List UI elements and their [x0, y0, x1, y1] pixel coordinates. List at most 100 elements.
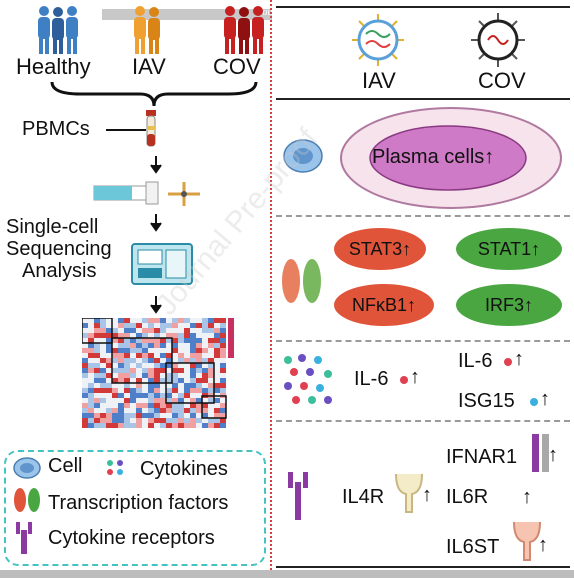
heatmap-cell	[118, 323, 124, 328]
heatmap-cell	[100, 353, 106, 358]
heatmap-cell	[184, 378, 190, 383]
section-divider	[276, 340, 570, 342]
heatmap-cell	[220, 353, 226, 358]
heatmap-cell	[190, 373, 196, 378]
heatmap-cell	[166, 408, 172, 413]
heatmap-cell	[220, 403, 226, 408]
heatmap-cell	[82, 393, 88, 398]
heatmap-cell	[184, 323, 190, 328]
heatmap-cell	[130, 403, 136, 408]
heatmap-cell	[130, 358, 136, 363]
heatmap-cell	[214, 383, 220, 388]
heatmap-cell	[130, 388, 136, 393]
heatmap-cell	[202, 378, 208, 383]
receptor-icon	[16, 522, 32, 554]
il6st-receptor-icon	[513, 521, 541, 561]
heatmap-cell	[106, 423, 112, 428]
arrow-down-icon	[150, 156, 162, 174]
heatmap-cell	[172, 368, 178, 373]
heatmap-cell	[118, 403, 124, 408]
heatmap-cell	[148, 333, 154, 338]
heatmap-cell	[118, 413, 124, 418]
heatmap-cell	[148, 413, 154, 418]
heatmap-cell	[172, 343, 178, 348]
heatmap-cell	[214, 418, 220, 423]
heatmap-cell	[184, 388, 190, 393]
heatmap-cell	[136, 363, 142, 368]
heatmap-cell	[184, 358, 190, 363]
heatmap-cell	[136, 328, 142, 333]
heatmap-cell	[160, 393, 166, 398]
heatmap-cell	[88, 343, 94, 348]
heatmap-cell	[88, 338, 94, 343]
virus-label-cov: COV	[478, 68, 526, 93]
heatmap-cell	[142, 388, 148, 393]
heatmap-cell	[172, 328, 178, 333]
heatmap-cell	[196, 353, 202, 358]
heatmap-cell	[214, 323, 220, 328]
heatmap-cell	[94, 403, 100, 408]
heatmap-cell	[82, 353, 88, 358]
heatmap-cell	[208, 343, 214, 348]
tf-nfkb1-pill: NFκB1↑	[334, 284, 434, 326]
heatmap-cell	[202, 338, 208, 343]
heatmap-cell	[166, 388, 172, 393]
heatmap-cell	[220, 398, 226, 403]
heatmap-cell	[208, 388, 214, 393]
heatmap-cell	[106, 348, 112, 353]
heatmap-cell	[148, 328, 154, 333]
heatmap-cell	[196, 388, 202, 393]
heatmap-cell	[136, 403, 142, 408]
heatmap-cell	[220, 373, 226, 378]
group-label-iav: IAV	[132, 54, 166, 79]
heatmap-cell	[112, 383, 118, 388]
heatmap-cell	[166, 333, 172, 338]
heatmap-cell	[112, 398, 118, 403]
heatmap-cell	[202, 363, 208, 368]
heatmap-cell	[190, 393, 196, 398]
heatmap-cell	[190, 403, 196, 408]
heatmap-cell	[160, 348, 166, 353]
heatmap-cell	[148, 348, 154, 353]
heatmap-cell	[184, 383, 190, 388]
heatmap-cell	[208, 333, 214, 338]
heatmap-cell	[88, 363, 94, 368]
heatmap-cell	[220, 383, 226, 388]
heatmap-cell	[202, 328, 208, 333]
heatmap-cell	[88, 408, 94, 413]
heatmap-cell	[94, 353, 100, 358]
heatmap-cell	[124, 343, 130, 348]
heatmap-cell	[100, 358, 106, 363]
heatmap-cell	[220, 423, 226, 428]
heatmap-cell	[172, 358, 178, 363]
heatmap-cell	[214, 368, 220, 373]
heatmap-cell	[184, 423, 190, 428]
heatmap-cell	[142, 408, 148, 413]
heatmap-cell	[106, 343, 112, 348]
section-divider	[276, 420, 570, 422]
heatmap-cell	[184, 338, 190, 343]
heatmap-cell	[82, 408, 88, 413]
heatmap-cell	[190, 363, 196, 368]
heatmap-cell	[196, 333, 202, 338]
heatmap-cell	[214, 333, 220, 338]
heatmap-cell	[190, 383, 196, 388]
heatmap-cell	[130, 413, 136, 418]
heatmap-cell	[184, 393, 190, 398]
heatmap-cell	[112, 368, 118, 373]
group-figures	[38, 6, 264, 54]
receptor-il6r-label: IL6R	[446, 486, 489, 508]
heatmap-cell	[190, 423, 196, 428]
grouping-brace	[50, 81, 258, 107]
heatmap-cell	[166, 348, 172, 353]
heatmap-cell	[166, 323, 172, 328]
heatmap-cell	[94, 363, 100, 368]
heatmap-cell	[88, 423, 94, 428]
heatmap-cell	[124, 348, 130, 353]
heatmap-cell	[142, 328, 148, 333]
heatmap-cell	[154, 363, 160, 368]
heatmap-cell	[124, 323, 130, 328]
heatmap-cell	[94, 378, 100, 383]
red-cytokine-dot-icon	[400, 376, 408, 384]
heatmap-cell	[154, 318, 160, 323]
